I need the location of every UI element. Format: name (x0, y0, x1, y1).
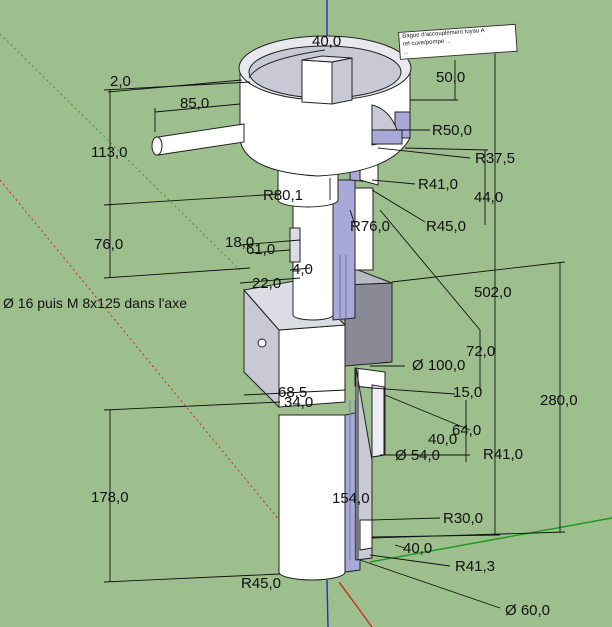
dim-40-top: 40,0 (312, 33, 342, 50)
dim-113: 113,0 (91, 144, 128, 161)
dim-34: 34,0 (284, 394, 314, 411)
dim-280: 280,0 (540, 392, 578, 409)
dim-r41-top: R41,0 (418, 176, 459, 193)
bowl-pillar[interactable] (301, 55, 353, 105)
dim-r80-1: R80,1 (263, 187, 304, 204)
blue-axis-lower (326, 579, 329, 627)
dim-4: 4,0 (292, 261, 313, 278)
red-axis (338, 581, 373, 627)
dim-18: 18,0 (225, 234, 255, 251)
green-axis-dotted (0, 33, 241, 271)
dim-dia54: Ø 54,0 (395, 447, 441, 464)
dim-r45-top: R45,0 (426, 218, 467, 235)
dim-r41-3: R41,3 (455, 558, 496, 575)
central-shaft[interactable] (289, 179, 374, 321)
dim-r37-5: R37,5 (475, 150, 516, 167)
dim-r76: R76,0 (350, 218, 391, 235)
dim-dia100: Ø 100,0 (412, 357, 466, 374)
dim-r30: R30,0 (443, 510, 484, 527)
dim-dia60: Ø 60,0 (505, 602, 551, 619)
dim-178: 178,0 (91, 489, 129, 506)
dim-154: 154,0 (332, 490, 370, 507)
dim-r41-mid: R41,0 (483, 446, 524, 463)
dim-61: 61,0 (246, 241, 276, 258)
dim-r50: R50,0 (432, 122, 473, 139)
dim-22: 22,0 (252, 275, 282, 292)
dim-85: 85,0 (180, 95, 210, 112)
dim-76: 76,0 (94, 236, 124, 253)
side-pipe[interactable] (151, 123, 245, 156)
axis-thread-note: Ø 16 puis M 8x125 dans l'axe (3, 295, 188, 311)
green-axis (369, 517, 612, 563)
dim-15: 15,0 (453, 384, 483, 401)
dim-r45-bottom: R45,0 (241, 575, 282, 592)
dim-68-5: 68,5 (278, 384, 308, 401)
dim-72: 72,0 (466, 343, 496, 360)
red-axis-dotted (0, 179, 331, 583)
dim-2: 2,0 (110, 73, 131, 90)
dim-44: 44,0 (474, 189, 504, 206)
dim-502: 502,0 (474, 284, 512, 301)
dim-40-mid: 40,0 (428, 431, 458, 448)
dim-40-bottom: 40,0 (403, 540, 433, 557)
dimension-lines (103, 39, 566, 609)
dim-50: 50,0 (436, 69, 466, 86)
dim-64: 64,0 (452, 422, 482, 439)
